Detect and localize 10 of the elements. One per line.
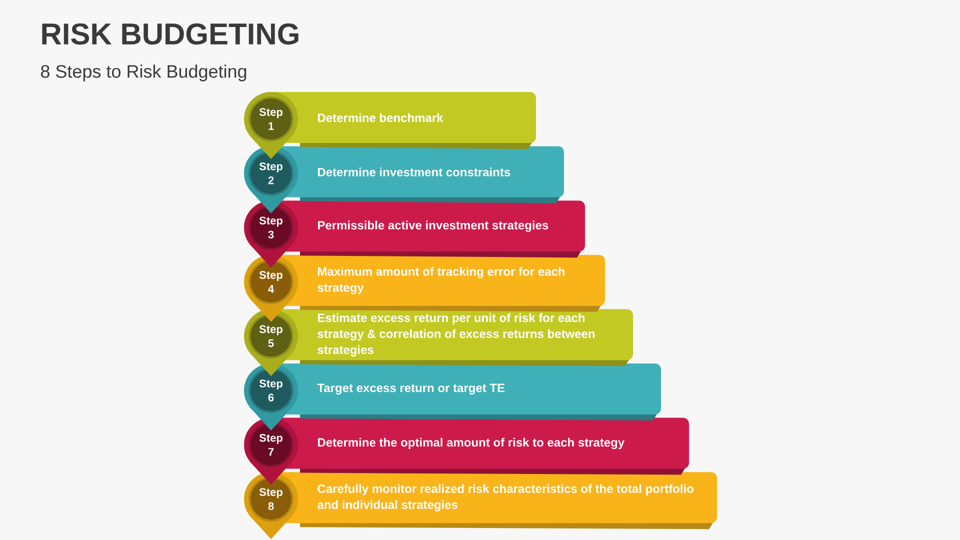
step-pin: Step 3 (244, 200, 298, 268)
step-pin: Step 2 (244, 146, 298, 214)
step-pin: Step 7 (244, 418, 298, 485)
step-pin: Step 6 (244, 363, 298, 430)
step-pin: Step 5 (244, 309, 298, 376)
title: RISK BUDGETING (42, 23, 298, 45)
subtitle: 8 Steps to Risk Budgeting (41, 64, 246, 82)
step-pin: Step 8 (244, 472, 298, 540)
step-pin: Step 4 (244, 254, 298, 322)
step-pin: Step 1 (244, 92, 298, 159)
